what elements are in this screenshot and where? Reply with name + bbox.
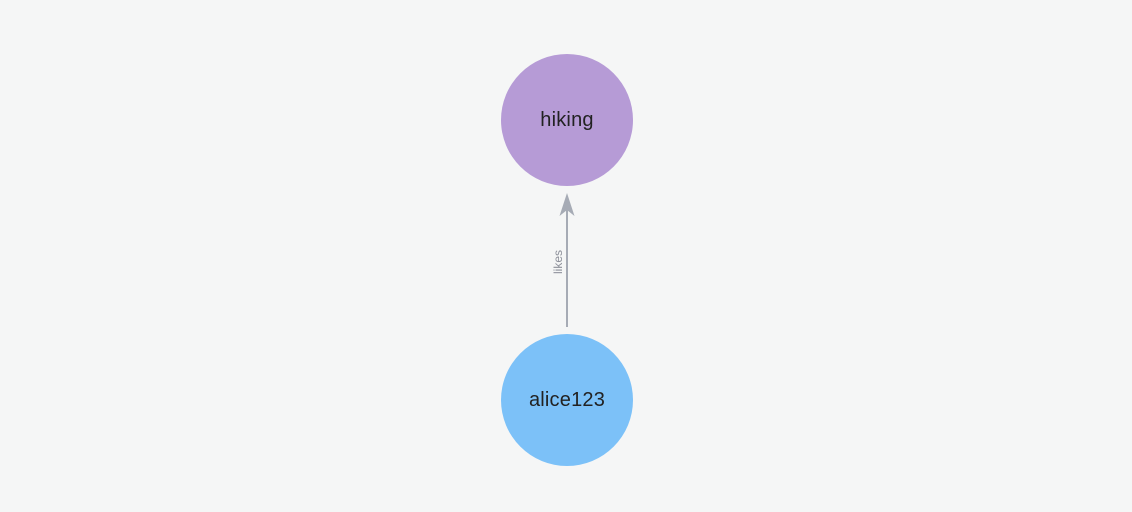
node-hiking[interactable]: hiking — [501, 54, 633, 186]
node-label: alice123 — [528, 389, 606, 411]
node-label: hiking — [540, 109, 594, 131]
node-alice123[interactable]: alice123 — [501, 334, 633, 466]
edge-label: likes — [551, 250, 565, 274]
